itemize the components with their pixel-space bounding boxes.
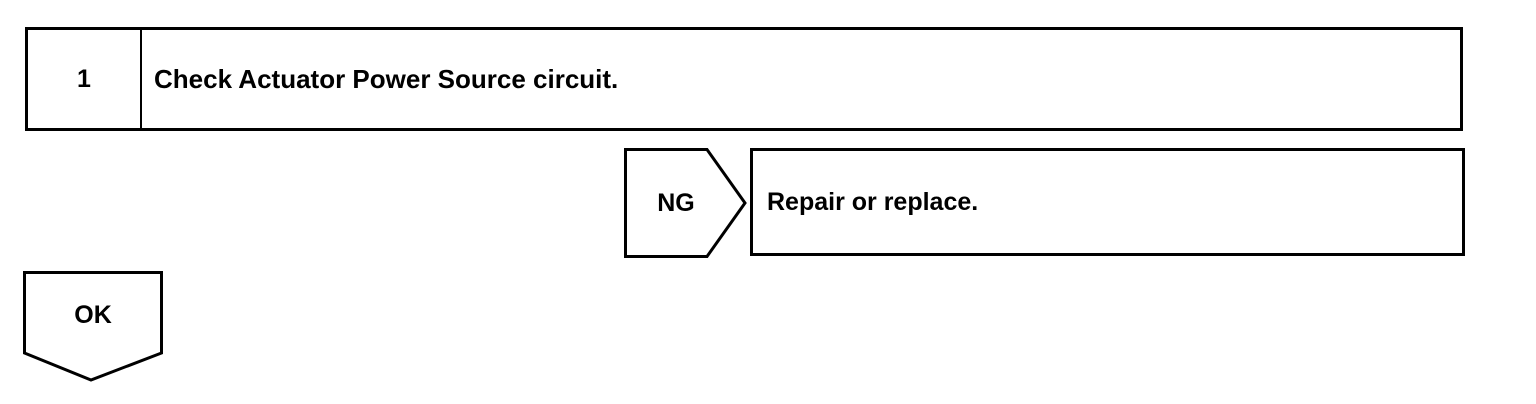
- ok-arrow-tag: OK: [23, 271, 163, 383]
- step-title: Check Actuator Power Source circuit.: [154, 63, 619, 94]
- right-arrow-tag-shape: [624, 148, 747, 258]
- ng-arrow-tag: NG: [624, 148, 748, 258]
- ng-label: NG: [657, 188, 695, 217]
- ng-result-box: Repair or replace.: [750, 148, 1465, 256]
- down-arrow-tag-shape: [23, 271, 163, 382]
- step-box: 1 Check Actuator Power Source circuit.: [25, 27, 1463, 131]
- ok-label: OK: [74, 300, 112, 329]
- ng-result-text: Repair or replace.: [767, 187, 979, 216]
- step-number: 1: [28, 30, 142, 128]
